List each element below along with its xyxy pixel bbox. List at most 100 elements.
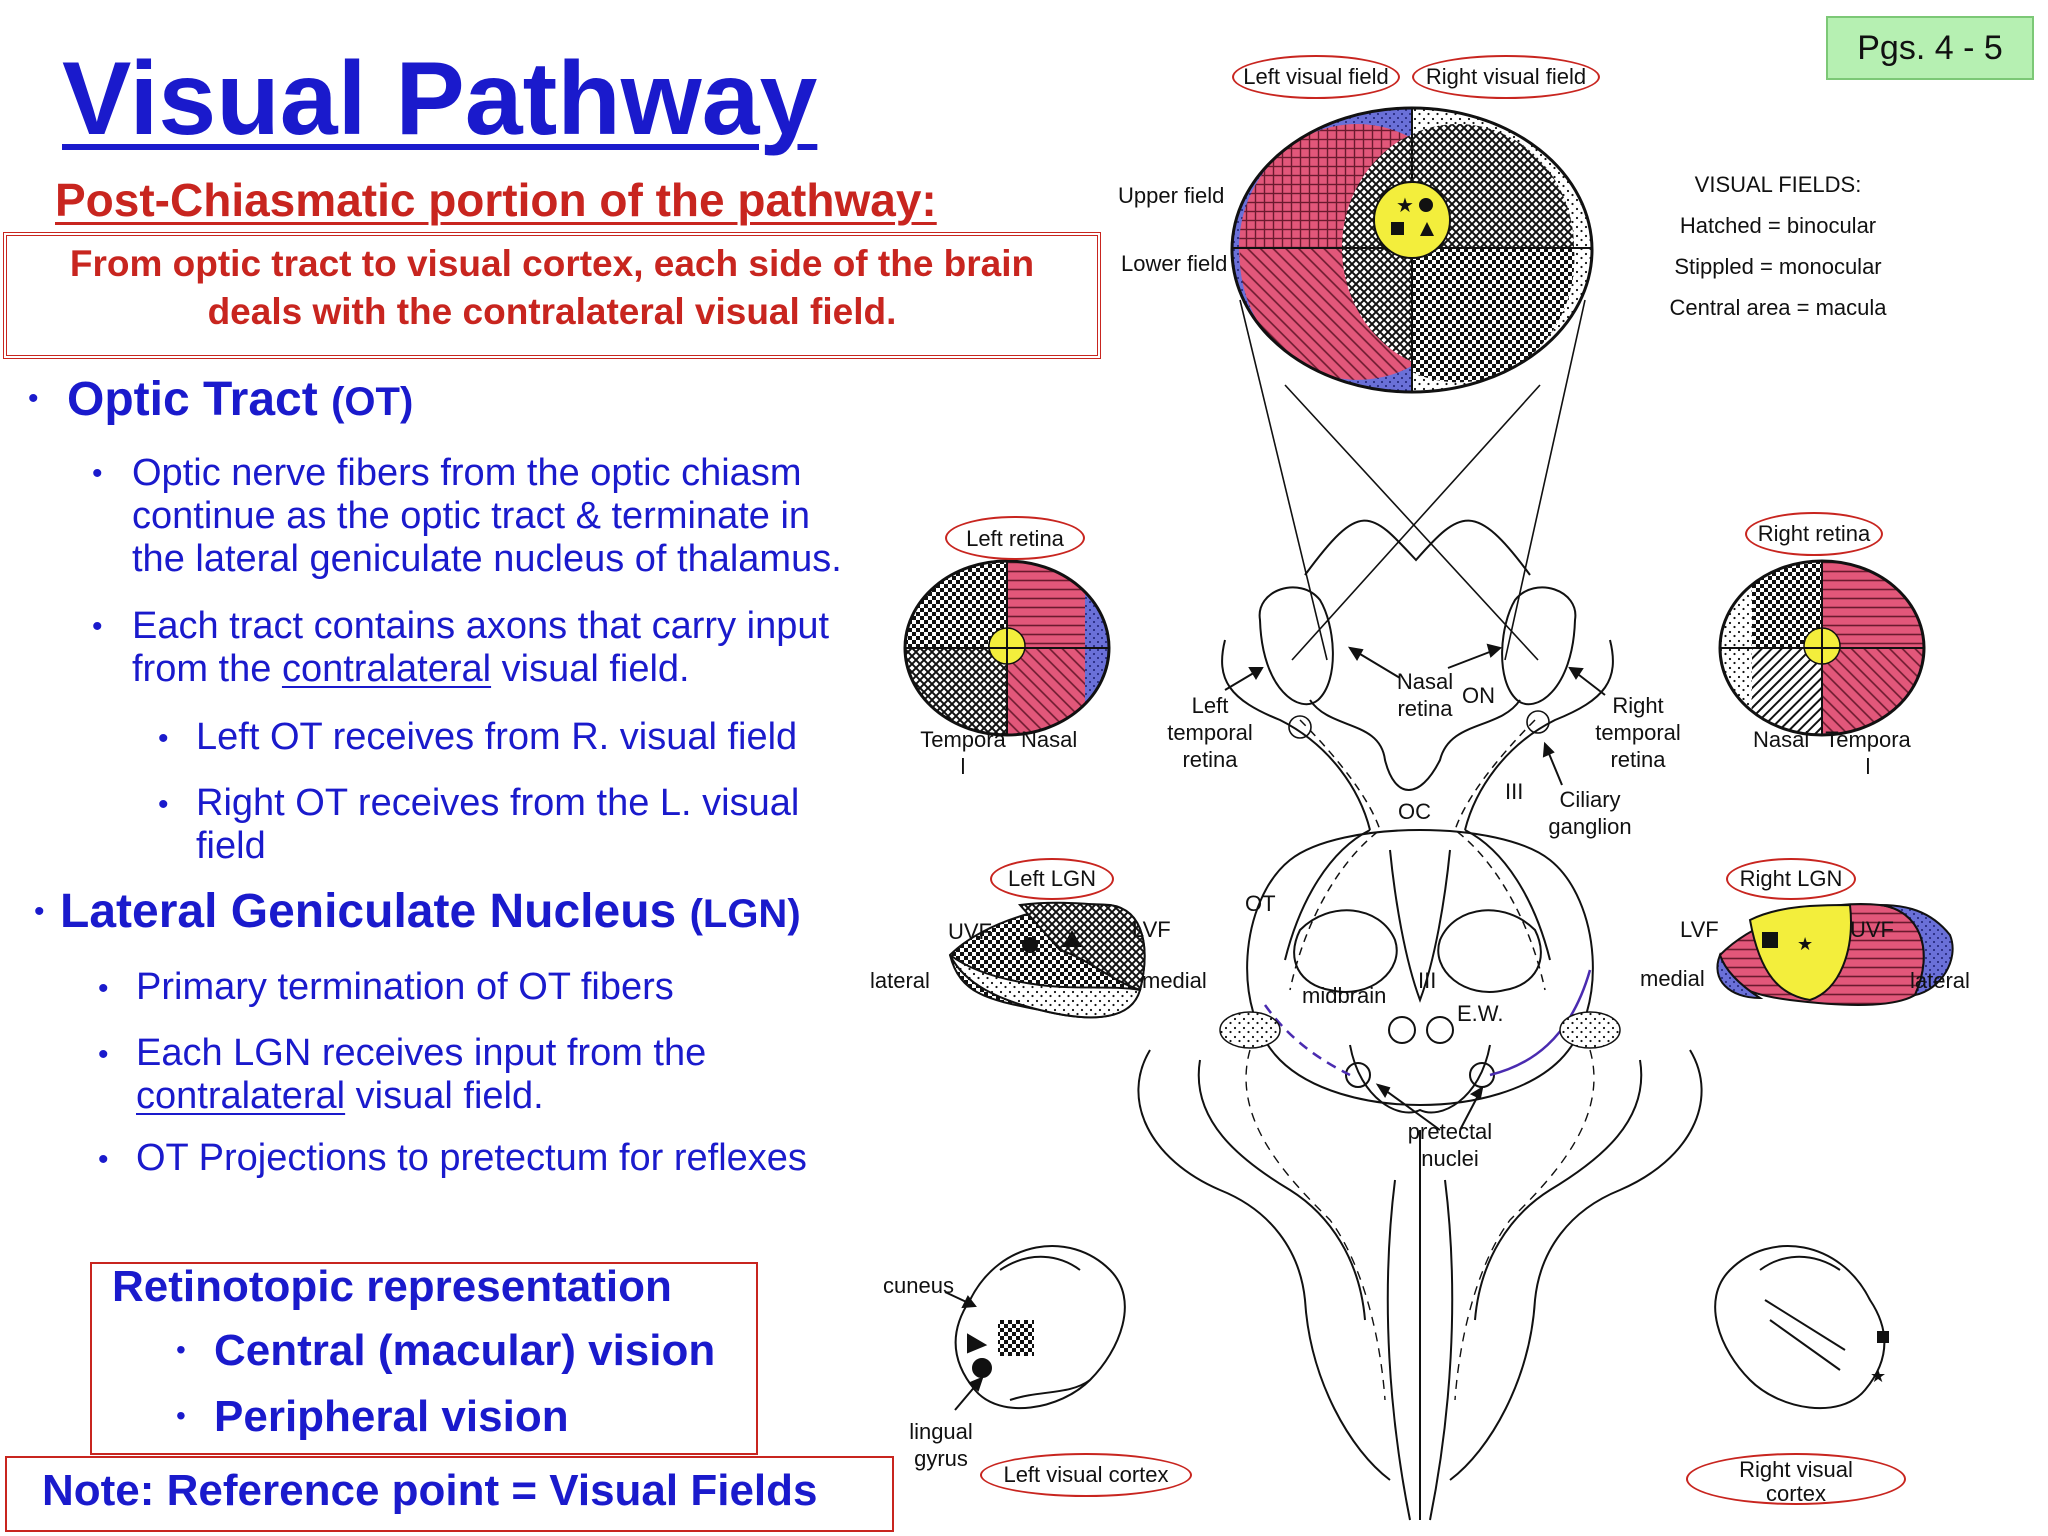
lgn-small	[1219, 1011, 1621, 1049]
left-temporal-retina-label: Left temporal retina	[1160, 692, 1260, 773]
pretectal-nuclei-label: pretectal nuclei	[1400, 1118, 1500, 1172]
optic-tract-point-1: Optic nerve fibers from the optic chiasm…	[132, 452, 892, 581]
left-lgn-uvf-label: UVF	[948, 919, 992, 944]
text-line: Tempora	[1825, 727, 1911, 752]
lgn-heading: Lateral Geniculate Nucleus (LGN)	[60, 884, 801, 939]
cuneus-label: cuneus	[883, 1273, 954, 1298]
text-line: Left	[1191, 693, 1229, 718]
emphasis-contralateral: contralateral	[136, 1075, 346, 1117]
text-line: retina	[1610, 747, 1666, 772]
right-temporal-retina-label: Right temporal retina	[1585, 692, 1691, 773]
left-retina-nasal-label: Nasal	[1021, 727, 1078, 752]
left-lgn-medial-label: medial	[1142, 968, 1207, 993]
retinotopic-heading: Retinotopic representation	[112, 1262, 672, 1311]
legend-title: VISUAL FIELDS:	[1694, 172, 1862, 197]
text-line: the lateral geniculate nucleus of thalam…	[132, 538, 842, 580]
cranial-nerve-iii-nucleus-label: III	[1418, 968, 1437, 993]
optic-chiasm-label: OC	[1398, 799, 1431, 824]
right-visual-field-label: Right visual field	[1412, 55, 1600, 99]
right-lgn-lateral-label: lateral	[1910, 968, 1970, 993]
text-part: visual field.	[491, 648, 690, 690]
nasal-retina-label: Nasal retina	[1380, 668, 1470, 722]
bullet-dot: •	[158, 788, 169, 821]
svg-text:★: ★	[1870, 1366, 1886, 1387]
text-line: retina	[1182, 747, 1238, 772]
legend-central: Central area = macula	[1669, 295, 1887, 320]
summary-box	[3, 232, 1101, 359]
optic-tract-sub-2: Right OT receives from the L. visual fie…	[196, 782, 896, 868]
right-retina-label: Right retina	[1745, 512, 1883, 556]
text-line: Right	[1612, 693, 1664, 718]
left-retina-temporal-label: Tempora l	[915, 726, 1011, 780]
optic-nerve-outline	[1221, 519, 1614, 961]
optic-tract-title: Optic Tract	[67, 373, 318, 426]
text-line: l	[960, 754, 966, 779]
text-line: Right OT receives from the L. visual	[196, 782, 800, 824]
lower-field-label: Lower field	[1121, 251, 1228, 276]
optic-tract-dashed	[1289, 719, 1546, 991]
label-arrows	[944, 643, 1606, 1411]
text-line: Optic nerve fibers from the optic chiasm	[132, 452, 802, 494]
summary-line-2: deals with the contralateral visual fiel…	[207, 291, 897, 332]
text-line: Nasal	[1396, 669, 1454, 694]
left-visual-cortex-label: Left visual cortex	[980, 1453, 1192, 1497]
right-lgn-diagram: ★	[1716, 903, 1954, 1006]
emphasis-contralateral: contralateral	[281, 648, 492, 690]
lingual-gyrus-label: lingual gyrus	[898, 1418, 984, 1472]
svg-text:★: ★	[1797, 934, 1813, 955]
midbrain-label: midbrain	[1302, 983, 1387, 1008]
bullet-dot: •	[28, 382, 39, 415]
text-line: Right visual	[1739, 1457, 1853, 1482]
bullet-dot: •	[158, 722, 169, 755]
optic-radiation-outline	[1137, 1049, 1703, 1521]
text-line: Tempora	[920, 727, 1006, 752]
upper-field-label: Upper field	[1118, 183, 1225, 208]
page-subtitle: Post-Chiasmatic portion of the pathway:	[55, 174, 937, 226]
bullet-dot: •	[92, 610, 103, 643]
text-line: cortex	[1766, 1481, 1826, 1506]
left-lgn-diagram	[948, 901, 1146, 1019]
text-line: temporal	[1595, 720, 1681, 745]
cranial-nerve-iii-label: III	[1505, 779, 1524, 804]
oculomotor-marks	[1288, 710, 1550, 739]
visual-field-projection-lines	[1239, 299, 1586, 661]
bullet-dot: •	[98, 1038, 109, 1071]
text-line: nuclei	[1421, 1146, 1479, 1171]
retinotopic-item-peripheral: Peripheral vision	[214, 1392, 569, 1441]
radiation-dashed	[1245, 1049, 1595, 1401]
right-retina-temporal-label: Tempora l	[1820, 726, 1916, 780]
square-marker	[1391, 222, 1404, 235]
star-marker: ★	[1396, 193, 1414, 217]
lgn-title: Lateral Geniculate Nucleus	[60, 885, 677, 938]
text-line: retina	[1397, 696, 1453, 721]
summary-text: From optic tract to visual cortex, each …	[3, 240, 1101, 336]
right-lgn-uvf-label: UVF	[1850, 917, 1894, 942]
bullet-dot: •	[34, 895, 45, 928]
note-box	[5, 1456, 894, 1532]
right-retina-nasal-label: Nasal	[1753, 727, 1810, 752]
optic-tract-sub-1: Left OT receives from R. visual field	[196, 716, 798, 758]
text-line: Each LGN receives input from the	[136, 1032, 707, 1074]
optic-tract-label: OT	[1245, 891, 1276, 916]
triangle-marker	[1420, 222, 1434, 236]
left-visual-field-label: Left visual field	[1232, 55, 1400, 99]
legend-stippled: Stippled = monocular	[1674, 254, 1882, 279]
text-line: field	[196, 825, 266, 867]
text-line: lingual	[909, 1419, 973, 1444]
visual-fields-legend: VISUAL FIELDS: Hatched = binocular Stipp…	[1650, 164, 1906, 328]
right-visual-cortex-label: Right visual cortex	[1686, 1453, 1906, 1506]
text-line: Ciliary	[1559, 787, 1621, 812]
pages-badge: Pgs. 4 - 5	[1826, 16, 2034, 80]
left-lgn-lvf-label: LVF	[1132, 917, 1171, 942]
text-line: contralateral visual field.	[136, 1075, 856, 1118]
text-line: from the contralateral visual field.	[132, 648, 892, 691]
optic-tract-point-2: Each tract contains axons that carry inp…	[132, 605, 892, 691]
bullet-dot: •	[98, 1143, 109, 1176]
text-part: visual field.	[345, 1075, 544, 1117]
text-line: continue as the optic tract & terminate …	[132, 495, 811, 537]
bullet-dot: •	[92, 457, 103, 490]
summary-line-1: From optic tract to visual cortex, each …	[69, 243, 1035, 284]
lgn-point-3: OT Projections to pretectum for reflexes	[136, 1137, 807, 1179]
left-lgn-lateral-label: lateral	[870, 968, 930, 993]
